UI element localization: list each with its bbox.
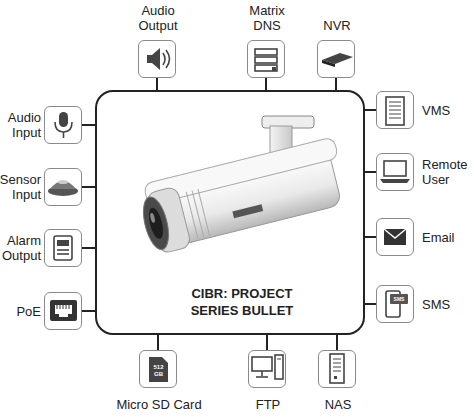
connector-line — [336, 334, 338, 350]
connector-line — [82, 124, 96, 126]
icon-text: SMS — [390, 296, 408, 302]
icon-box: Audio Output — [138, 40, 176, 78]
icon-box: Matrix DNS — [247, 40, 285, 78]
connector-line — [82, 247, 96, 249]
icon-box: VMS — [376, 91, 414, 129]
icon-box: Remote User — [376, 153, 414, 191]
connector-line — [266, 334, 268, 350]
camera-illustration — [135, 116, 350, 256]
device-frame: CIBR: PROJECT SERIES BULLET — [95, 90, 365, 335]
connector-line — [364, 236, 376, 238]
connector-line — [364, 171, 376, 173]
connector-line — [157, 334, 159, 350]
node-label: SMS — [422, 297, 469, 312]
node-label: Audio Input — [0, 110, 41, 140]
node-label: VMS — [422, 103, 469, 118]
icon-box: FTP — [248, 350, 286, 388]
node-label: NVR — [312, 18, 362, 33]
device-title: CIBR: PROJECT SERIES BULLET — [180, 285, 304, 319]
node-label: Email — [422, 230, 469, 245]
node-label: Matrix DNS — [242, 3, 292, 33]
connector-line — [82, 310, 96, 312]
icon-box: Email — [376, 218, 414, 256]
connector-line — [82, 186, 96, 188]
icon-box: Audio Input — [44, 106, 82, 144]
node-label: Alarm Output — [0, 233, 41, 263]
node-label: NAS — [308, 397, 368, 412]
connector-line — [364, 109, 376, 111]
node-label: Micro SD Card — [104, 397, 214, 412]
icon-box: Alarm Output — [44, 229, 82, 267]
icon-box: NAS — [318, 350, 356, 388]
icon-box: NVR — [317, 40, 355, 78]
icon-set — [48, 48, 410, 383]
node-label: Audio Output — [133, 3, 183, 33]
connector-line — [364, 303, 376, 305]
icon-box: Sensor Input — [44, 168, 82, 206]
icon-box: SMS — [376, 285, 414, 323]
node-label: Remote User — [422, 157, 469, 187]
node-label: PoE — [0, 304, 41, 319]
node-label: FTP — [238, 397, 298, 412]
node-label: Sensor Input — [0, 172, 41, 202]
icon-box: PoE — [44, 292, 82, 330]
icon-text: 512 GB — [149, 364, 168, 378]
